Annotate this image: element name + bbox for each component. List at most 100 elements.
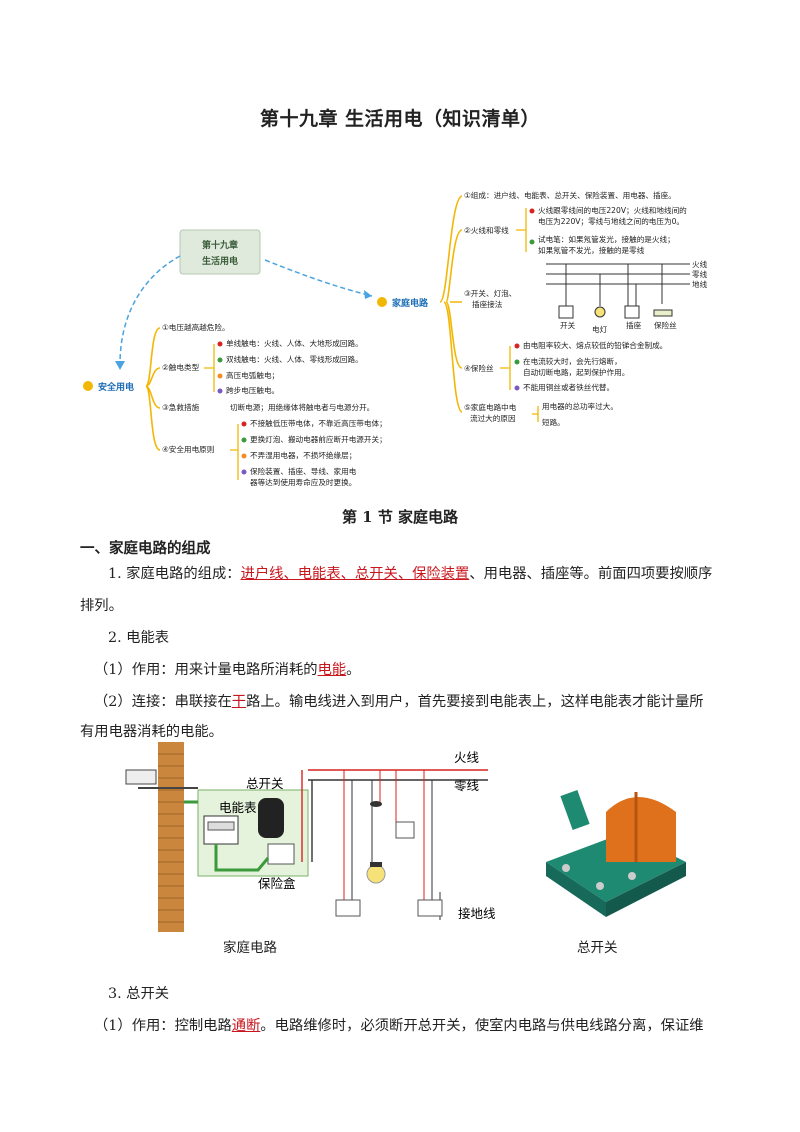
safety-sub-2c: 高压电弧触电； <box>226 370 279 380</box>
page-title: 第十九章 生活用电（知识清单） <box>259 108 541 130</box>
main-switch-icon <box>258 798 284 838</box>
household-sub-2b: 电压为220V；零线与地线之间的电压为0。 <box>538 216 684 226</box>
wiring-lamp-label: 电灯 <box>592 324 608 334</box>
safety-sub-3a: 切断电源；用绝缘体将触电者与电源分开。 <box>230 402 374 412</box>
safety-node: 安全用电 <box>98 381 134 393</box>
bullet-icon <box>529 208 535 214</box>
safety-sub-4a: 不接触低压带电体，不靠近高压带电体； <box>250 418 387 428</box>
household-sub-2c: 试电笔：如果氖管发光，接触的是火线； <box>538 234 675 244</box>
safety-sub-2a: 单线触电：火线、人体、大地形成回路。 <box>226 338 363 348</box>
safety-branches <box>145 327 161 451</box>
bullet-icon <box>241 421 247 427</box>
heading-composition: 一、家庭电路的组成 <box>80 540 211 557</box>
p3-prefix: （1）作用：用来计量电路所消耗的 <box>94 662 318 678</box>
wiring-switch-label: 开关 <box>560 320 576 330</box>
p1-highlight: 进户线、电能表、总开关、保险装置 <box>240 566 470 582</box>
safety-sub-2d: 跨步电压触电。 <box>226 385 279 395</box>
household-sub-4a: 由电阻率较大、熔点较低的铅锑合金制成。 <box>523 340 667 350</box>
p4-line2: 有用电器消耗的电能。 <box>80 724 223 740</box>
paragraph-meter-function: （1）作用：用来计量电路所消耗的电能。 <box>80 654 720 686</box>
figure1-caption: 家庭电路 <box>223 940 277 956</box>
household-sub-5b: 短路。 <box>542 417 565 427</box>
p4-prefix: （2）连接：串联接在 <box>94 694 232 710</box>
bullet-icon <box>529 239 535 245</box>
safety-sub-4b: 更换灯泡、搬动电器前应断开电源开关； <box>250 434 387 444</box>
neutral-wire-label: 零线 <box>454 779 480 793</box>
branch-line <box>500 346 511 390</box>
household-sub-2a: 火线跟零线间的电压220V；火线和地线间的 <box>538 205 687 215</box>
arrow-head-icon <box>364 290 372 299</box>
household-item-5: ⑤家庭电路中电 <box>464 402 517 412</box>
bullet-icon <box>241 469 247 475</box>
bullet-icon <box>514 385 520 391</box>
wiring-diagram: 火线 零线 地线 开关 电灯 插座 保险丝 <box>546 259 708 334</box>
wiring-ground-label: 地线 <box>692 279 708 289</box>
grounded-socket-icon <box>417 899 443 917</box>
household-item-5b: 流过大的原因 <box>470 413 516 423</box>
safety-sub-4d: 保险装置、插座、导线、家用电 <box>250 466 357 476</box>
mind-map: 第十九章 生活用电 家庭电路 ①组成：进户线、电能表、总开关、保险装置、用电器、… <box>83 190 708 487</box>
safety-item-4: ④安全用电原则 <box>162 444 214 454</box>
p3-suffix: 。 <box>346 662 361 678</box>
wiring-socket-label: 插座 <box>626 320 642 330</box>
p1-prefix: 1. 家庭电路的组成： <box>108 566 241 582</box>
safety-item-3: ③急救措施 <box>162 402 200 412</box>
p6-prefix: （1）作用：控制电路 <box>94 1018 232 1034</box>
paragraph-composition: 1. 家庭电路的组成：进户线、电能表、总开关、保险装置、用电器、插座等。前面四项… <box>80 558 720 590</box>
bullet-icon <box>217 388 223 394</box>
socket-icon <box>335 899 361 917</box>
light-switch-icon <box>395 821 415 839</box>
wiring-live-label: 火线 <box>692 259 708 269</box>
branch-line <box>204 344 215 392</box>
ground-wire-label: 接地线 <box>458 906 496 921</box>
paragraph-meter-connection: （2）连接：串联接在干路上。输电线进入到用户，首先要接到电能表上，这样电能表才能… <box>80 686 720 718</box>
household-branches <box>439 195 463 413</box>
p1-line2: 排列。 <box>80 598 123 614</box>
arrow-head-icon <box>115 361 125 370</box>
wiring-fuse-label: 保险丝 <box>654 320 677 330</box>
household-item-2: ②火线和零线 <box>464 225 509 235</box>
household-circuit-figure: 电能表 总开关 保险盒 火线 零线 接地线 <box>125 742 496 932</box>
household-sub-5a: 用电器的总功率过大。 <box>542 401 618 411</box>
safety-item-2: ②触电类型 <box>162 362 200 372</box>
household-sub-2d: 如果氖管不发光，接触的是零线 <box>538 245 645 255</box>
household-item-3: ③开关、灯泡、 <box>464 288 516 298</box>
household-item-1: ①组成：进户线、电能表、总开关、保险装置、用电器、插座。 <box>464 190 676 200</box>
branch-line <box>532 406 539 422</box>
insulator-icon <box>125 769 157 785</box>
bulb-icon <box>377 297 387 307</box>
main-switch-label: 总开关 <box>246 777 284 791</box>
bullet-icon <box>241 437 247 443</box>
branch-line <box>516 208 527 252</box>
paragraph-main-switch-function: （1）作用：控制电路通断。电路维修时，必须断开总开关，使室内电路与供电线路分离，… <box>80 1010 720 1042</box>
figure2-caption: 总开关 <box>577 940 618 956</box>
bullet-icon <box>217 373 223 379</box>
bullet-icon <box>514 343 520 349</box>
bullet-icon <box>217 357 223 363</box>
p4-highlight: 干 <box>231 694 247 710</box>
p1-suffix: 、用电器、插座等。前面四项要按顺序 <box>469 566 713 582</box>
arrow-to-household <box>264 259 373 297</box>
safety-item-1: ①电压越高越危险。 <box>162 322 230 332</box>
household-node: 家庭电路 <box>392 297 429 309</box>
wiring-neutral-label: 零线 <box>692 269 708 279</box>
bullet-icon <box>514 359 520 365</box>
fuse-box-icon <box>267 843 295 865</box>
household-sub-4d: 不能用铜丝或者铁丝代替。 <box>523 382 614 392</box>
safety-sub-2b: 双线触电：火线、人体、零线形成回路。 <box>226 354 363 364</box>
paragraph-main-switch-heading: 3. 总开关 <box>108 986 170 1002</box>
branch-line <box>230 424 239 480</box>
bullet-icon <box>241 453 247 459</box>
p3-highlight: 电能 <box>317 662 347 678</box>
main-switch-figure <box>546 790 686 917</box>
switch-cover <box>606 797 676 862</box>
p6-highlight: 通断 <box>231 1018 261 1034</box>
household-item-4: ④保险丝 <box>464 363 494 373</box>
bulb-icon <box>83 381 93 391</box>
fuse-box-label: 保险盒 <box>258 876 296 891</box>
switch-handle <box>560 790 590 830</box>
mindmap-root-line2: 生活用电 <box>202 255 238 267</box>
household-sub-4b: 在电流较大时，会先行熔断， <box>523 356 622 366</box>
p4-suffix: 路上。输电线进入到用户，首先要接到电能表上，这样电能表才能计量所 <box>246 694 704 710</box>
arrow-to-safety <box>119 255 181 365</box>
